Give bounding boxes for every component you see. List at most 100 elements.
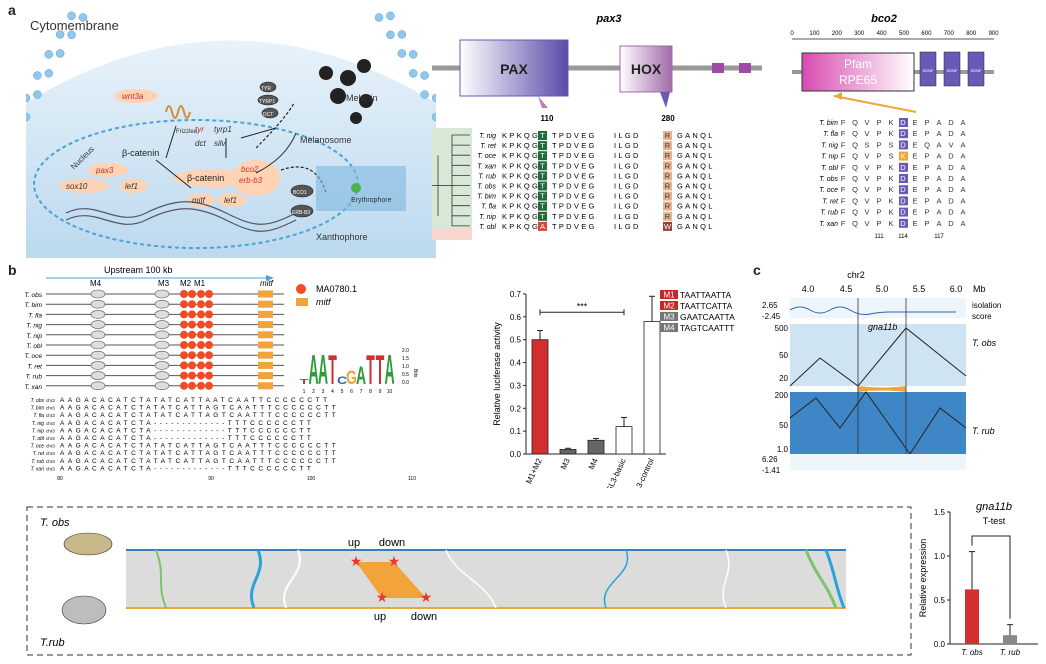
pax3-site2	[663, 171, 672, 181]
bco2-aa: D	[948, 163, 954, 172]
gene-dct: dct	[195, 139, 206, 148]
aln-species: T. xan	[31, 466, 45, 472]
motif-site	[180, 320, 188, 329]
bco2-aa: K	[888, 118, 893, 127]
gene-wnt3a: wnt3a	[122, 92, 144, 101]
pax3-site2-aa: R	[665, 202, 671, 211]
bco2-site-box	[899, 207, 908, 217]
bco2-aa: P	[924, 219, 929, 228]
bco2-aa: D	[900, 174, 906, 183]
bco2-aa: A	[936, 163, 941, 172]
bco2-site-box	[899, 151, 908, 161]
mitf-box	[258, 382, 273, 390]
pax3-seq: ILGD	[614, 212, 641, 221]
bco2-aa: D	[948, 174, 954, 183]
logo-pos: 2	[312, 389, 315, 395]
pax-label: PAX	[500, 61, 528, 77]
bco2-aa: K	[888, 129, 893, 138]
mitf-box	[258, 351, 273, 359]
mitf-box	[258, 331, 273, 339]
synteny-link	[722, 549, 730, 609]
luc-bar	[615, 426, 633, 455]
aln-seq: AAGACACATCTATATCATTAGTCAATTTCCCCCCTT	[60, 450, 339, 457]
pax3-seq: ILGD	[614, 131, 641, 140]
gene-lef1a: lef1	[125, 182, 138, 191]
enzyme-erbb3: ERB-B3	[292, 210, 310, 216]
label-up-top: up	[348, 537, 360, 549]
bco2-aa: V	[864, 152, 869, 161]
pax3-seq: TPDVEG	[552, 131, 597, 140]
mitf-box	[258, 310, 273, 318]
upstream-species: T. obl	[26, 343, 42, 350]
pax3-seq: KPKQG	[502, 131, 540, 140]
pax3-site2-aa: W	[664, 222, 672, 231]
logo-pos: 10	[387, 389, 393, 395]
bco2-aa: V	[864, 129, 869, 138]
rpe65-label-2: RPE65	[839, 73, 877, 87]
bco2-aa: F	[841, 118, 846, 127]
pax3-seq: ILGD	[614, 171, 641, 180]
pax3-site2-aa: R	[665, 182, 671, 191]
bco2-aa: D	[948, 185, 954, 194]
enzyme-tyr: TYR	[261, 86, 271, 92]
expr-sig-label: T-test	[983, 516, 1006, 526]
motif-m4: M4	[90, 279, 102, 288]
bco2-aa: E	[912, 196, 917, 205]
bco2-species: T. ret	[822, 198, 839, 205]
synteny-sp-top: T. obs	[40, 517, 70, 529]
motif-site	[188, 330, 196, 339]
bco2-aa: A	[960, 129, 965, 138]
bco2-species: T. xan	[819, 221, 838, 228]
pax3-seq: KPKQG	[502, 192, 540, 201]
mitf-box	[258, 290, 273, 298]
hic-scale-top: 50	[779, 351, 788, 360]
motif-legend-id: M4	[663, 324, 675, 333]
aln-chr: chr3	[46, 459, 55, 464]
bco2-aa: D	[948, 129, 954, 138]
bco2-aa: F	[841, 185, 846, 194]
gene-bcat1: β-catenin	[122, 148, 159, 158]
bco2-aa: Q	[852, 129, 858, 138]
pax3-seq: KPKQG	[502, 212, 540, 221]
motif-site	[188, 300, 196, 309]
hic-scale-bot: 1.0	[777, 445, 789, 454]
bits-tick: 1.5	[402, 356, 409, 362]
upstream-species: T. bim	[25, 302, 43, 309]
bco2-aa: Q	[852, 219, 858, 228]
motif-site	[205, 371, 213, 380]
sdnf-domain	[943, 51, 961, 87]
bco2-tick-label: 300	[854, 31, 865, 37]
bco2-species: T. nip	[821, 154, 838, 161]
bco2-tick-label: 500	[899, 31, 910, 37]
label-up-bot: up	[374, 611, 386, 623]
pax3-seq: KPKQG	[502, 141, 540, 150]
lipid-head	[67, 30, 76, 40]
motif-legend-swatch	[660, 301, 678, 310]
motif-m1: M1	[194, 279, 206, 288]
motif-legend-swatch	[660, 323, 678, 332]
bco2-aa: A	[936, 129, 941, 138]
gene-tyrp1: tyrp1	[214, 125, 232, 134]
m3-site	[154, 320, 170, 329]
pax3-site2-aa: R	[665, 131, 671, 140]
bco2-aa: K	[888, 174, 893, 183]
motif-site	[205, 361, 213, 370]
motif-site	[205, 310, 213, 319]
cell-diagram: Cytomembrane Nucleus Melanin Melanosome …	[26, 11, 436, 258]
bits-tick: 1.0	[402, 364, 409, 370]
cytomembrane-label: Cytomembrane	[30, 18, 119, 33]
bco2-aa: P	[876, 208, 881, 217]
bco2-aa: S	[864, 140, 869, 149]
aln-chr: chr3	[46, 436, 55, 441]
bco2-aa: Q	[924, 140, 930, 149]
pax3-site1-aa: T	[540, 171, 545, 180]
bco2-aa: Q	[852, 196, 858, 205]
rpe65-label-1: Pfam	[844, 57, 872, 71]
luc-xtick-label: M4	[587, 457, 600, 471]
lipid-head	[55, 30, 65, 39]
pax3-site1-aa: A	[540, 222, 545, 231]
motif-site	[197, 330, 205, 339]
bco2-aa: Q	[852, 185, 858, 194]
